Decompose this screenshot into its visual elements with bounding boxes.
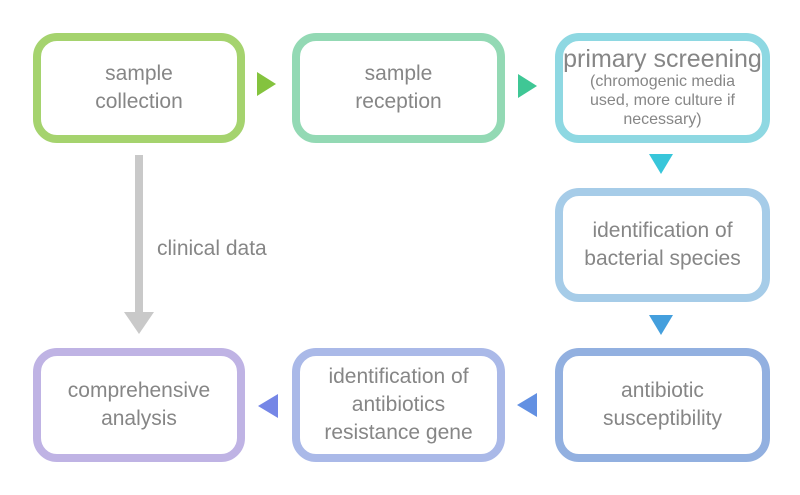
box-label-identification-of-antibiotics-resistance-gene: identification of antibiotics resistance… (324, 365, 473, 444)
box-antibiotic-susceptibility: antibiotic susceptibility (555, 348, 770, 462)
box-label-sample-reception: sample reception (355, 62, 442, 113)
box-comprehensive-analysis: comprehensive analysis (33, 348, 245, 462)
flow-arrow-down-icon (649, 154, 673, 174)
box-sample-collection: sample collection (33, 33, 245, 143)
clinical-data-arrow-stem (135, 155, 143, 313)
flow-arrow-left-icon (258, 394, 278, 418)
clinical-data-arrow-head-icon (124, 312, 154, 334)
box-sample-reception: sample reception (292, 33, 505, 143)
box-identification-of-bacterial-species: identification of bacterial species (555, 188, 770, 302)
box-label-sample-collection: sample collection (95, 62, 183, 113)
flow-arrow-right-icon (518, 74, 537, 98)
box-identification-of-antibiotics-resistance-gene: identification of antibiotics resistance… (292, 348, 505, 462)
flow-arrow-left-icon (517, 393, 537, 417)
box-label-comprehensive-analysis: comprehensive analysis (67, 379, 211, 430)
box-primary-screening: primary screening (chromogenic media use… (555, 33, 770, 143)
box-label-identification-of-bacterial-species: identification of bacterial species (584, 219, 741, 270)
clinical-data-label: clinical data (157, 237, 267, 260)
flow-arrow-right-icon (257, 72, 276, 96)
box-label-antibiotic-susceptibility: antibiotic susceptibility (602, 379, 723, 430)
box-sublabel-primary-screening: (chromogenic media used, more culture if… (590, 73, 735, 129)
box-label-primary-screening: primary screening (563, 44, 762, 73)
flow-arrow-down-icon (649, 315, 673, 335)
